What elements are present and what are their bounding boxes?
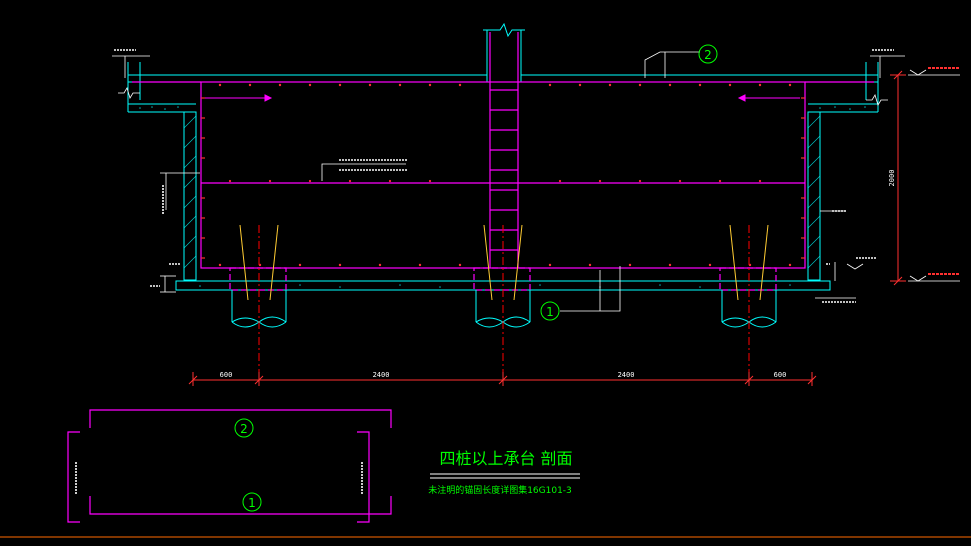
horizontal-dimension <box>188 372 817 386</box>
rebar-ticks <box>201 97 805 259</box>
callout-rebar-1: 1 <box>540 301 560 321</box>
rebar-detail <box>67 409 392 523</box>
detail-callout-2: 2 <box>234 418 254 438</box>
detail-side-glyphs <box>75 462 363 495</box>
callout-1-label: 1 <box>546 305 554 319</box>
dim-height: 2000 <box>888 170 896 187</box>
callout-2-label: 2 <box>704 48 712 62</box>
detail-callout-1-label: 1 <box>248 496 256 510</box>
drawing-title: 四桩以上承台 剖面 <box>439 449 572 468</box>
vertical-dimension <box>890 70 906 286</box>
rebar-cage <box>132 32 874 291</box>
piles <box>231 290 777 328</box>
detail-callout-2-label: 2 <box>240 422 248 436</box>
elevation-label-glyphs <box>928 67 960 275</box>
title-underline <box>430 473 580 479</box>
elevation-marks <box>846 69 960 282</box>
pile-anchor-bars <box>239 224 769 301</box>
slab-dots <box>139 106 866 288</box>
dim-left-edge: 600 <box>220 371 233 379</box>
anchor-arrows <box>205 94 800 102</box>
dim-span-right: 2400 <box>618 371 635 379</box>
pile-axes <box>258 225 750 380</box>
break-marks <box>118 87 888 106</box>
drawing-subtitle: 未注明的锚固长度详图集16G101-3 <box>428 484 572 496</box>
callout-rebar-2: 2 <box>698 44 718 64</box>
dim-right-edge: 600 <box>774 371 787 379</box>
rebar-dots <box>218 83 792 267</box>
dim-span-left: 2400 <box>373 371 390 379</box>
wall-hatch <box>183 115 821 269</box>
annotation-glyphs <box>114 49 894 303</box>
detail-callout-1: 1 <box>242 492 262 512</box>
